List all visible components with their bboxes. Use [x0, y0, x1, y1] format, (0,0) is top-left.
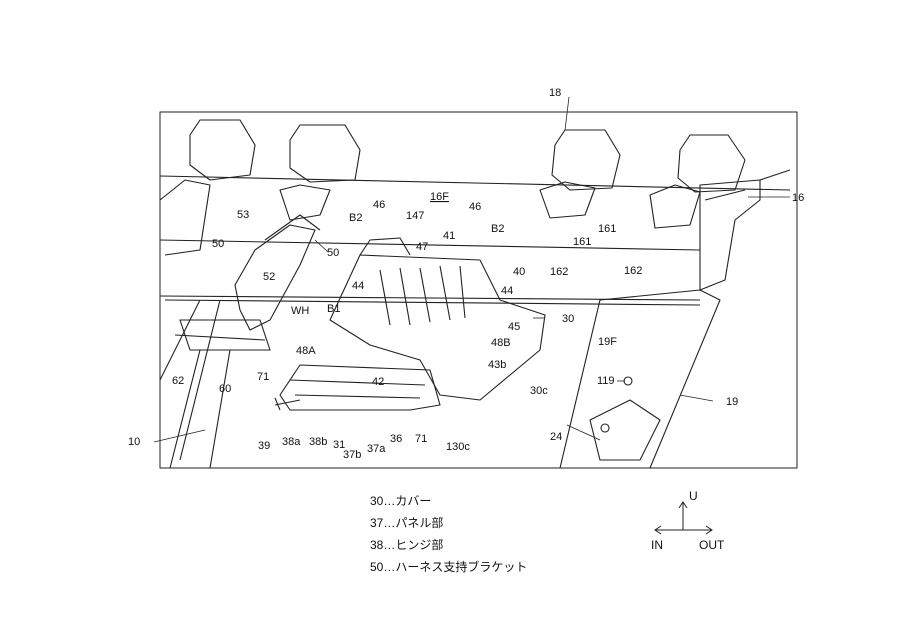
label-b1: B1: [327, 303, 340, 315]
label-40: 40: [513, 266, 525, 278]
label-wh: WH: [291, 305, 309, 317]
upper-beam: [159, 175, 791, 301]
top-mount-row: [159, 119, 746, 256]
label-53: 53: [237, 209, 249, 221]
legend-item: 50…ハーネス支持ブラケット: [370, 560, 528, 574]
label-37b: 37b: [343, 449, 361, 461]
label-50b: 50: [327, 247, 339, 259]
label-39: 39: [258, 440, 270, 452]
cover-30: [329, 254, 546, 401]
label-162b: 162: [624, 265, 642, 277]
label-161b: 161: [598, 223, 616, 235]
label-161a: 161: [573, 236, 591, 248]
label-45: 45: [508, 321, 520, 333]
label-46b: 46: [469, 201, 481, 213]
label-18: 18: [549, 87, 561, 99]
legend-item: 30…カバー: [370, 494, 432, 508]
panel-37: [279, 364, 441, 411]
label-71b: 71: [415, 433, 427, 445]
label-52: 52: [263, 271, 275, 283]
label-16: 16: [792, 192, 804, 204]
label-48a: 48A: [296, 345, 316, 357]
label-162a: 162: [550, 266, 568, 278]
label-b2a: B2: [349, 212, 362, 224]
label-60: 60: [219, 383, 231, 395]
figure-frame: [159, 111, 798, 469]
orientation-up-label: U: [689, 489, 698, 503]
label-10: 10: [128, 436, 140, 448]
harness-bracket-50: [234, 224, 316, 331]
side-channel-16: [699, 179, 761, 291]
label-42: 42: [372, 376, 384, 388]
label-37a: 37a: [367, 443, 386, 455]
orientation-out-label: OUT: [699, 538, 725, 552]
lower-rail: [159, 299, 701, 461]
label-50a: 50: [212, 238, 224, 250]
label-19: 19: [726, 396, 738, 408]
hinge-38: [274, 397, 301, 411]
label-19f: 19F: [598, 336, 617, 348]
label-36: 36: [390, 433, 402, 445]
label-147: 147: [406, 210, 424, 222]
legend-item: 37…パネル部: [370, 516, 444, 530]
legend-item: 38…ヒンジ部: [370, 538, 444, 552]
label-30: 30: [562, 313, 574, 325]
orientation-arrows: [654, 501, 713, 535]
label-71a: 71: [257, 371, 269, 383]
label-43b: 43b: [488, 359, 506, 371]
label-38a: 38a: [282, 436, 301, 448]
label-b2b: B2: [491, 223, 504, 235]
up-arrow: [678, 501, 688, 530]
label-31: 31: [333, 439, 345, 451]
section-label-16f: 16F: [430, 191, 449, 203]
label-24: 24: [550, 431, 562, 443]
label-130c: 130c: [446, 441, 470, 453]
label-44b: 44: [501, 285, 513, 297]
out-arrow: [683, 525, 713, 535]
reference-legend: 30…カバー 37…パネル部 38…ヒンジ部 50…ハーネス支持ブラケット: [370, 490, 527, 578]
label-119: 119: [597, 375, 615, 387]
label-30c: 30c: [530, 385, 548, 397]
orientation-in-label: IN: [651, 538, 663, 552]
label-38b: 38b: [309, 436, 327, 448]
label-62: 62: [172, 375, 184, 387]
pillar-19: [559, 289, 721, 469]
in-arrow: [654, 525, 683, 535]
label-44a: 44: [352, 280, 364, 292]
label-41: 41: [443, 230, 455, 242]
label-48b: 48B: [491, 337, 511, 349]
label-46a: 46: [373, 199, 385, 211]
label-47: 47: [416, 241, 428, 253]
